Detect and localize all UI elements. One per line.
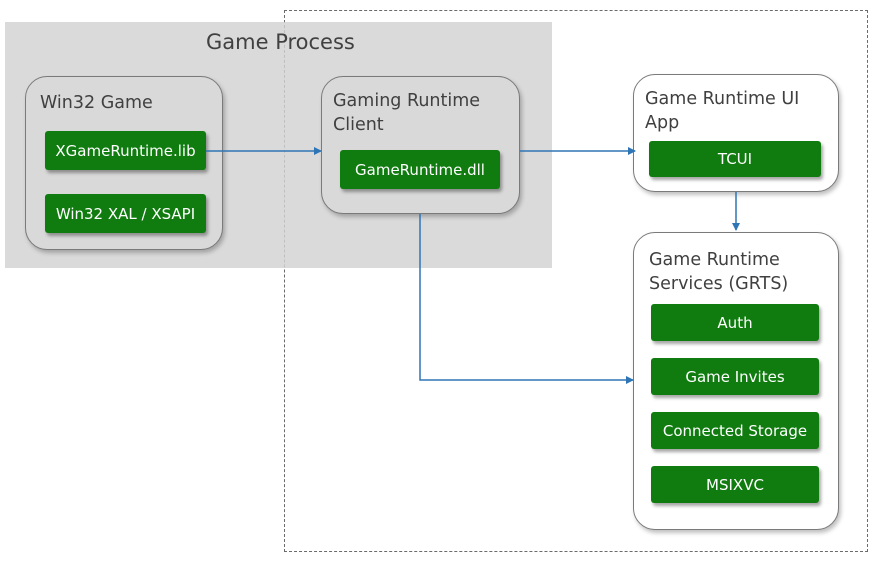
xgameruntime-lib-box: XGameRuntime.lib <box>45 131 206 170</box>
game-runtime-ui-app-title-line2: App <box>645 113 680 133</box>
gaming-runtime-client-title-line2: Client <box>333 115 384 135</box>
game-runtime-ui-app-title-line1: Game Runtime UI <box>645 89 800 109</box>
gaming-runtime-client-title: Gaming Runtime Client <box>333 89 480 137</box>
tcui-box: TCUI <box>649 141 821 177</box>
game-runtime-ui-app-title: Game Runtime UI App <box>645 87 799 135</box>
game-process-title: Game Process <box>206 30 355 54</box>
msixvc-box: MSIXVC <box>651 466 819 503</box>
game-invites-box: Game Invites <box>651 358 819 395</box>
client-to-grts-arrow <box>419 214 634 384</box>
gaming-runtime-client-title-line1: Gaming Runtime <box>333 91 481 111</box>
runtime-boundary <box>284 10 868 552</box>
gameruntime-dll-box: GameRuntime.dll <box>340 150 500 189</box>
gaming-runtime-client-panel: Gaming Runtime Client <box>321 76 520 214</box>
auth-box: Auth <box>651 304 819 341</box>
win32-game-title: Win32 Game <box>40 93 153 113</box>
grts-title-line1: Game Runtime <box>649 250 780 270</box>
win32-xal-xsapi-box: Win32 XAL / XSAPI <box>45 194 206 233</box>
grts-title: Game Runtime Services (GRTS) <box>649 248 788 296</box>
grts-title-line2: Services (GRTS) <box>649 274 789 294</box>
connected-storage-box: Connected Storage <box>651 412 819 449</box>
